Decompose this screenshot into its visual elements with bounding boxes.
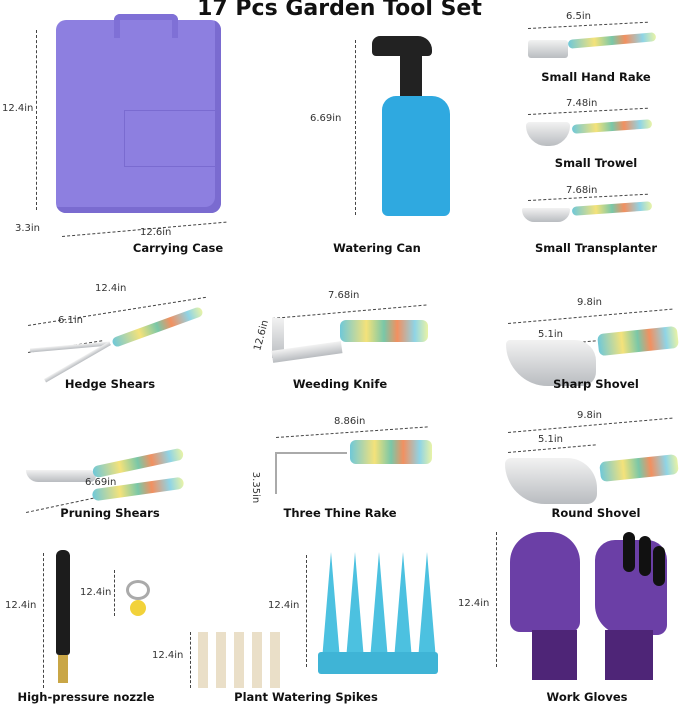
item-label: Watering Can xyxy=(333,241,421,255)
item-label: High-pressure nozzle xyxy=(17,690,155,704)
dimension-label: 6.69in xyxy=(85,477,117,488)
dimension-label: 6.69in xyxy=(310,113,342,124)
item-label: Small Transplanter xyxy=(534,241,658,255)
dimension-label: 7.68in xyxy=(566,185,598,196)
dimension-label: 7.68in xyxy=(328,290,360,301)
dimension-label: 5.1in xyxy=(538,434,564,445)
work-glove-right-image xyxy=(595,532,667,635)
item-label: Carrying Case xyxy=(132,241,224,255)
dimension-label: 6.1in xyxy=(58,315,84,326)
dimension-label: 12.6in xyxy=(252,318,272,353)
dimension-label: 12.6in xyxy=(140,227,172,238)
dimension-label: 12.4in xyxy=(152,650,184,661)
dimension-label: 3.3in xyxy=(15,223,41,234)
dimension-label: 9.8in xyxy=(577,410,603,421)
dimension-label: 5.1in xyxy=(538,329,564,340)
item-label: Small Trowel xyxy=(554,156,638,170)
watering-spikes-image xyxy=(318,552,438,677)
item-label: Round Shovel xyxy=(551,506,641,520)
item-label: Weeding Knife xyxy=(292,377,388,391)
item-label: Hedge Shears xyxy=(64,377,156,391)
dimension-label: 12.4in xyxy=(95,283,127,294)
weeding-knife-image xyxy=(272,318,284,358)
item-label: Three Thine Rake xyxy=(283,506,397,520)
dimension-label: 3.35in xyxy=(250,471,262,504)
pruning-shears-image xyxy=(26,470,96,482)
dimension-label: 12.4in xyxy=(5,600,37,611)
small-trowel-image xyxy=(526,122,570,146)
item-label: Work Gloves xyxy=(546,690,628,704)
item-label: Pruning Shears xyxy=(60,506,160,520)
item-label: Plant Watering Spikes xyxy=(234,690,378,704)
work-glove-left-image xyxy=(510,532,580,632)
three-thine-rake-image xyxy=(275,452,347,494)
small-transplanter-image xyxy=(522,208,570,222)
dimension-label: 12.4in xyxy=(458,598,490,609)
dimension-label: 12.4in xyxy=(2,103,34,114)
dimension-label: 12.4in xyxy=(268,600,300,611)
dimension-label: 7.48in xyxy=(566,98,598,109)
dimension-label: 12.4in xyxy=(80,587,112,598)
hose-clamp-image xyxy=(126,580,150,600)
item-label: Small Hand Rake xyxy=(541,70,651,84)
carrying-case-image xyxy=(56,14,221,213)
page-title: 17 Pcs Garden Tool Set xyxy=(197,0,482,21)
high-pressure-nozzle-image xyxy=(56,550,70,655)
small-hand-rake-image xyxy=(528,40,568,58)
dimension-label: 9.8in xyxy=(577,297,603,308)
dimension-label: 8.86in xyxy=(334,416,366,427)
item-label: Sharp Shovel xyxy=(553,377,639,391)
round-shovel-image xyxy=(505,458,597,504)
drip-adapters-image xyxy=(198,632,290,688)
dimension-label: 6.5in xyxy=(566,11,592,22)
